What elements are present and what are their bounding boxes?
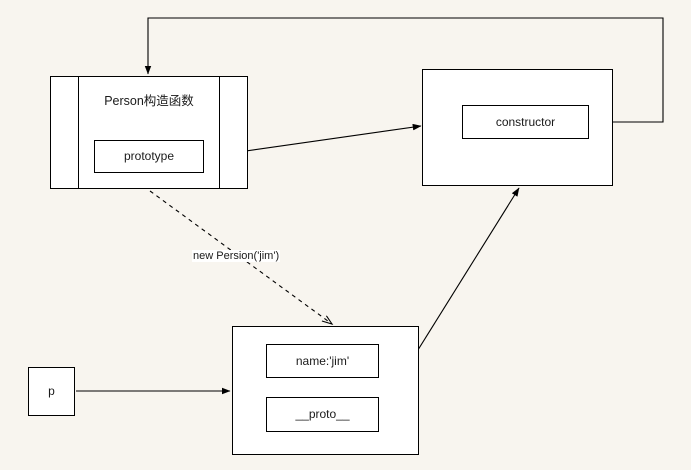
variable-p-box[interactable]: p <box>28 367 75 416</box>
constructor-slot-box[interactable]: constructor <box>462 105 589 139</box>
constructor-slot-label: constructor <box>495 114 556 129</box>
proto-property-label: __proto__ <box>295 407 350 422</box>
name-property-label: name:'jim' <box>295 353 350 368</box>
person-constructor-label: Person构造函数 <box>104 94 194 108</box>
function-bar-left <box>78 77 79 188</box>
name-property-box[interactable]: name:'jim' <box>266 344 379 378</box>
function-bar-right <box>219 77 220 188</box>
edge-constructor-to-person <box>144 17 664 123</box>
new-call-edge-label: new Persion('jim') <box>192 250 281 262</box>
prototype-slot-box[interactable]: prototype <box>94 140 204 173</box>
proto-property-box[interactable]: __proto__ <box>266 397 379 432</box>
prototype-slot-label: prototype <box>123 149 175 164</box>
variable-p-label: p <box>48 384 55 399</box>
